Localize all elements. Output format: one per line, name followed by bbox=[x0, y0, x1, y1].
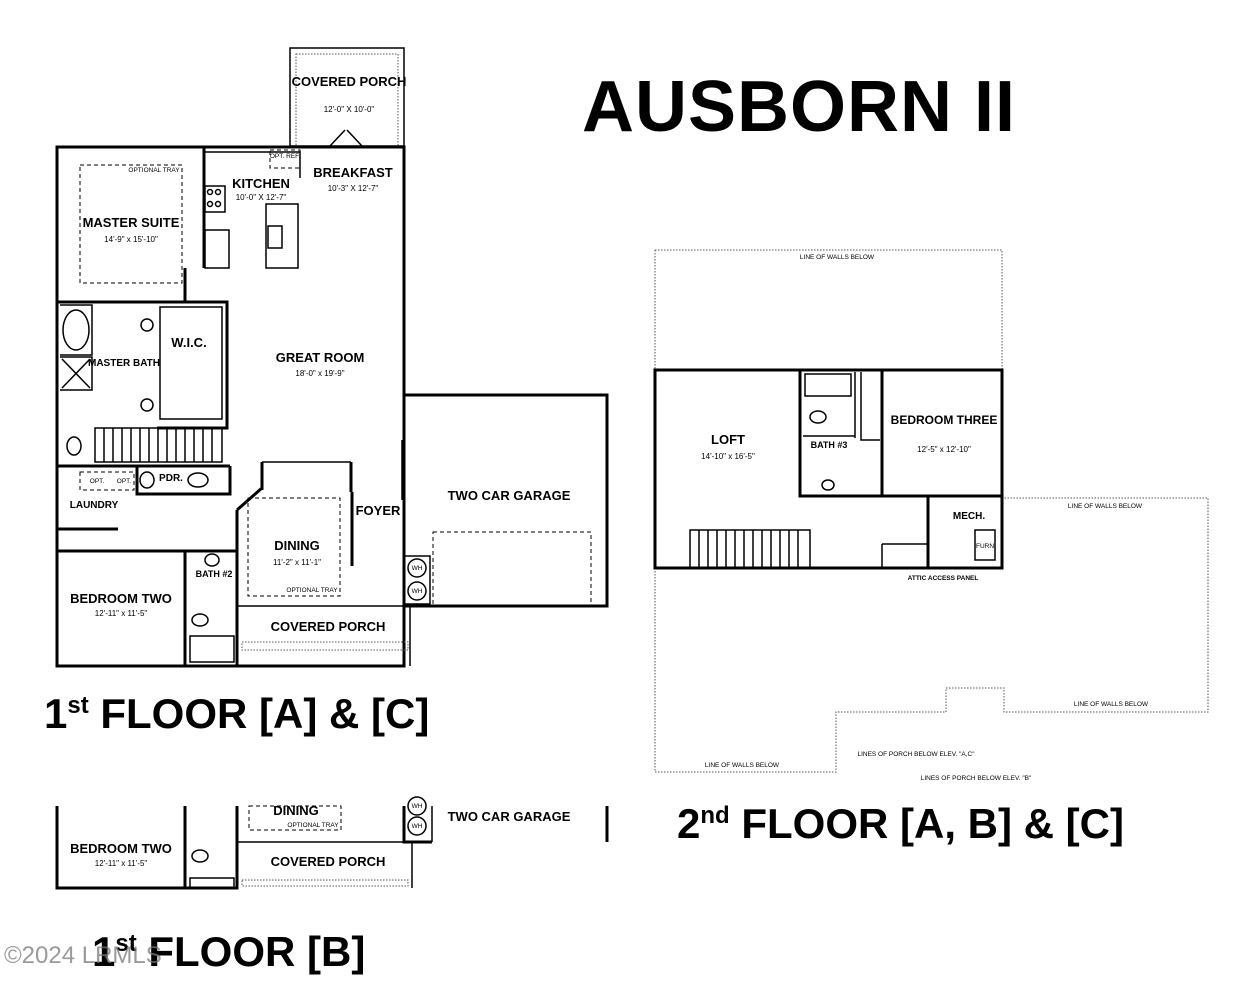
line-of-walls-below-right: LINE OF WALLS BELOW bbox=[1068, 503, 1143, 510]
dining-dims: 11'-2" x 11'-1" bbox=[273, 558, 321, 567]
bedroom-three-label: BEDROOM THREE bbox=[891, 413, 998, 427]
water-heater-2: WH bbox=[412, 588, 423, 595]
line-of-walls-below-bottom-left: LINE OF WALLS BELOW bbox=[705, 762, 780, 769]
foyer-label: FOYER bbox=[356, 503, 401, 518]
water-heater-1: WH bbox=[412, 565, 423, 572]
floor1-b-label: 1st FLOOR [B] bbox=[92, 928, 366, 975]
bath-two-label: BATH #2 bbox=[196, 569, 233, 579]
floor2-label: 2nd FLOOR [A, B] & [C] bbox=[677, 800, 1124, 847]
breakfast-dims: 10'-3" X 12'-7" bbox=[328, 184, 379, 193]
kitchen-dims: 10'-0" X 12'-7" bbox=[236, 193, 287, 202]
breakfast-label: BREAKFAST bbox=[313, 165, 393, 180]
b-covered-porch-label: COVERED PORCH bbox=[271, 854, 386, 869]
master-optional-tray: OPTIONAL TRAY bbox=[128, 167, 180, 174]
garage-label: TWO CAR GARAGE bbox=[448, 488, 571, 503]
rear-porch-dims: 12'-0" X 10'-0" bbox=[324, 105, 375, 114]
great-room-label: GREAT ROOM bbox=[276, 350, 365, 365]
dining-label: DINING bbox=[274, 538, 320, 553]
first-floor-plan-ac: COVERED PORCH 12'-0" X 10'-0" BREAKFAST … bbox=[55, 47, 609, 668]
master-suite-label: MASTER SUITE bbox=[83, 215, 180, 230]
front-porch-label: COVERED PORCH bbox=[271, 619, 386, 634]
b-dining-label: DINING bbox=[273, 803, 319, 818]
loft-label: LOFT bbox=[711, 432, 745, 447]
wic-label: W.I.C. bbox=[171, 335, 206, 350]
bedroom-two-label: BEDROOM TWO bbox=[70, 591, 172, 606]
opt-ref-label: OPT. REF. bbox=[270, 153, 301, 160]
b-water-heater-1: WH bbox=[412, 803, 423, 810]
porch-lines-b: LINES OF PORCH BELOW ELEV. "B" bbox=[921, 775, 1032, 782]
loft-dims: 14'-10" x 16'-5" bbox=[701, 452, 755, 461]
b-water-heater-2: WH bbox=[412, 823, 423, 830]
line-of-walls-below-top: LINE OF WALLS BELOW bbox=[800, 254, 875, 261]
plan-title: AUSBORN II bbox=[582, 67, 1017, 147]
first-floor-plan-b: DINING OPTIONAL TRAY TWO CAR GARAGE WH W… bbox=[55, 796, 609, 890]
master-bath-label: MASTER BATH bbox=[88, 358, 160, 369]
porch-lines-ac: LINES OF PORCH BELOW ELEV. "A,C" bbox=[857, 751, 975, 758]
b-bedroom-two-dims: 12'-11" x 11'-5" bbox=[95, 859, 148, 868]
powder-room-label: PDR. bbox=[159, 473, 183, 484]
copyright-watermark: ©2024 LRMLS bbox=[4, 942, 162, 969]
kitchen-label: KITCHEN bbox=[232, 176, 290, 191]
second-floor-plan: LINE OF WALLS BELOW LINE OF WALLS BELOW … bbox=[653, 249, 1209, 782]
bedroom-three-dims: 12'-5" x 12'-10" bbox=[917, 445, 971, 454]
laundry-opt-1: OPT. bbox=[90, 478, 105, 485]
b-garage-label: TWO CAR GARAGE bbox=[448, 809, 571, 824]
laundry-opt-2: OPT. bbox=[117, 478, 132, 485]
rear-porch-label: COVERED PORCH bbox=[292, 74, 407, 89]
master-suite-dims: 14'-9" x 15'-10" bbox=[104, 235, 158, 244]
furnace-label: FURN bbox=[976, 543, 994, 550]
line-of-walls-below-bottom-right: LINE OF WALLS BELOW bbox=[1074, 701, 1149, 708]
b-optional-tray: OPTIONAL TRAY bbox=[287, 822, 339, 829]
bedroom-two-dims: 12'-11" x 11'-5" bbox=[95, 609, 148, 618]
attic-access-label: ATTIC ACCESS PANEL bbox=[908, 575, 979, 582]
dining-optional-tray: OPTIONAL TRAY bbox=[286, 587, 338, 594]
laundry-label: LAUNDRY bbox=[70, 500, 119, 511]
great-room-dims: 18'-0" x 19'-9" bbox=[295, 369, 344, 378]
floor1-ac-label: 1st FLOOR [A] & [C] bbox=[44, 690, 430, 737]
b-bedroom-two-label: BEDROOM TWO bbox=[70, 841, 172, 856]
bath-three-label: BATH #3 bbox=[811, 440, 848, 450]
mech-label: MECH. bbox=[953, 511, 985, 522]
